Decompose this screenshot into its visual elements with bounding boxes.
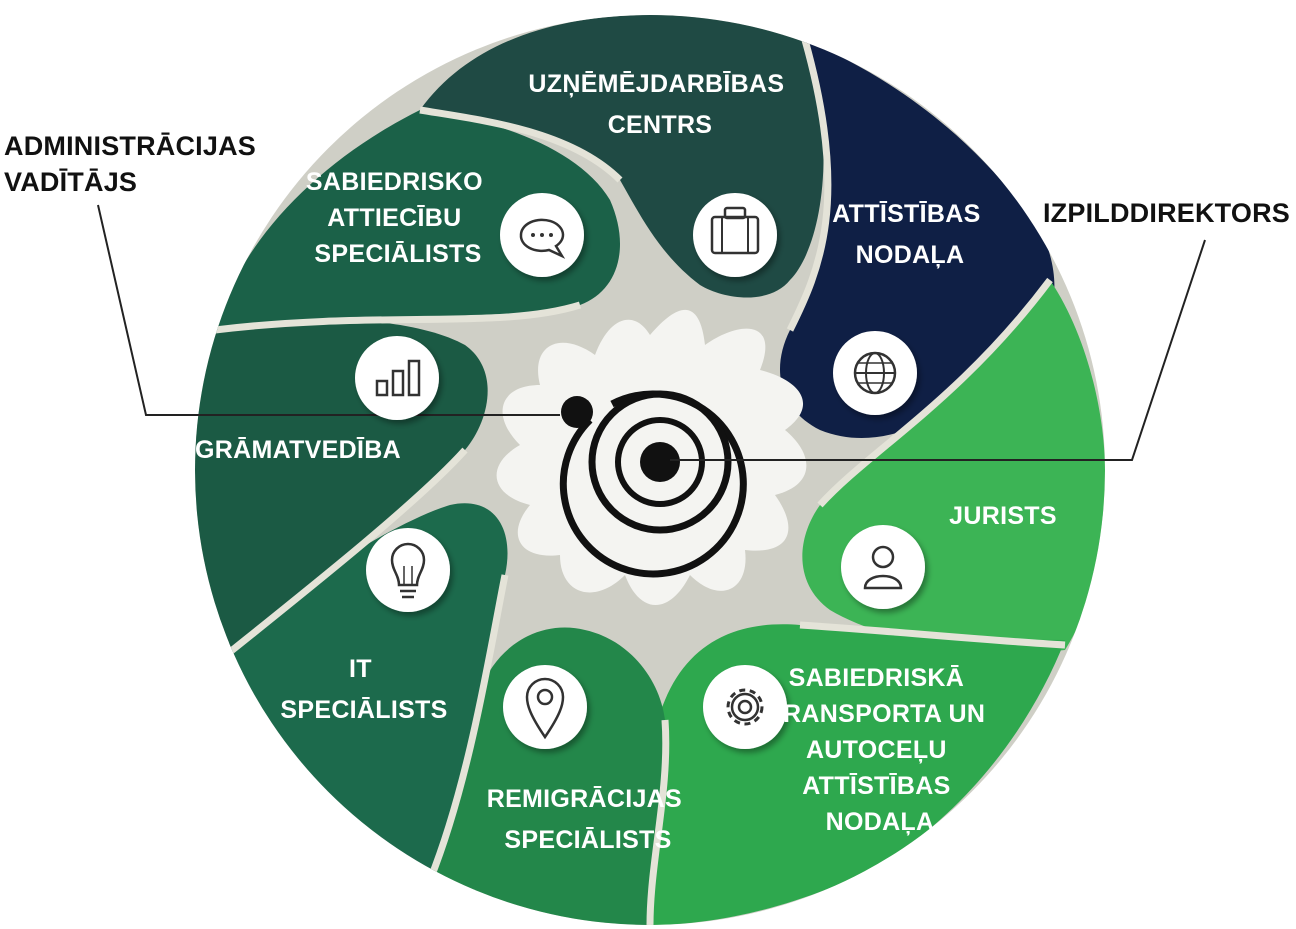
- executive-director-label: IZPILDDIREKTORS: [1043, 198, 1290, 228]
- label-lawyer: JURISTS: [949, 502, 1057, 530]
- lightbulb-icon: [366, 528, 450, 612]
- label-business-centre: UZŅĒMĒJDARBĪBAS CENTRS: [528, 70, 791, 139]
- admin-head-label: ADMINISTRĀCIJAS VADĪTĀJS: [4, 131, 264, 197]
- globe-icon: [833, 331, 917, 415]
- admin-connector-line: [97, 204, 560, 416]
- briefcase-icon: [693, 193, 777, 277]
- label-remigration-specialist: REMIGRĀCIJAS SPECIĀLISTS: [487, 785, 690, 854]
- segment-development-department: [780, 40, 1055, 439]
- label-transport-department: SABIEDRISKĀ TRANSPORTA UN AUTOCEĻU ATTĪS…: [767, 664, 992, 836]
- chat-bubble-icon: [500, 193, 584, 277]
- user-icon: [841, 525, 925, 609]
- segment-public-relations: [215, 110, 620, 330]
- gear-icon: [703, 665, 787, 749]
- target-logo: [559, 390, 747, 578]
- label-it-specialist: IT SPECIĀLISTS: [280, 655, 447, 724]
- label-accounting: GRĀMATVEDĪBA: [195, 436, 401, 464]
- bar-chart-icon: [355, 336, 439, 420]
- segment-remigration-specialist: [430, 627, 666, 925]
- location-pin-icon: [503, 665, 587, 749]
- segment-separators: [214, 39, 1066, 925]
- label-public-relations: SABIEDRISKO ATTIECĪBU SPECIĀLISTS: [306, 168, 490, 268]
- label-development-department: ATTĪSTĪBAS NODAĻA: [832, 200, 988, 269]
- director-connector-line: [670, 239, 1206, 461]
